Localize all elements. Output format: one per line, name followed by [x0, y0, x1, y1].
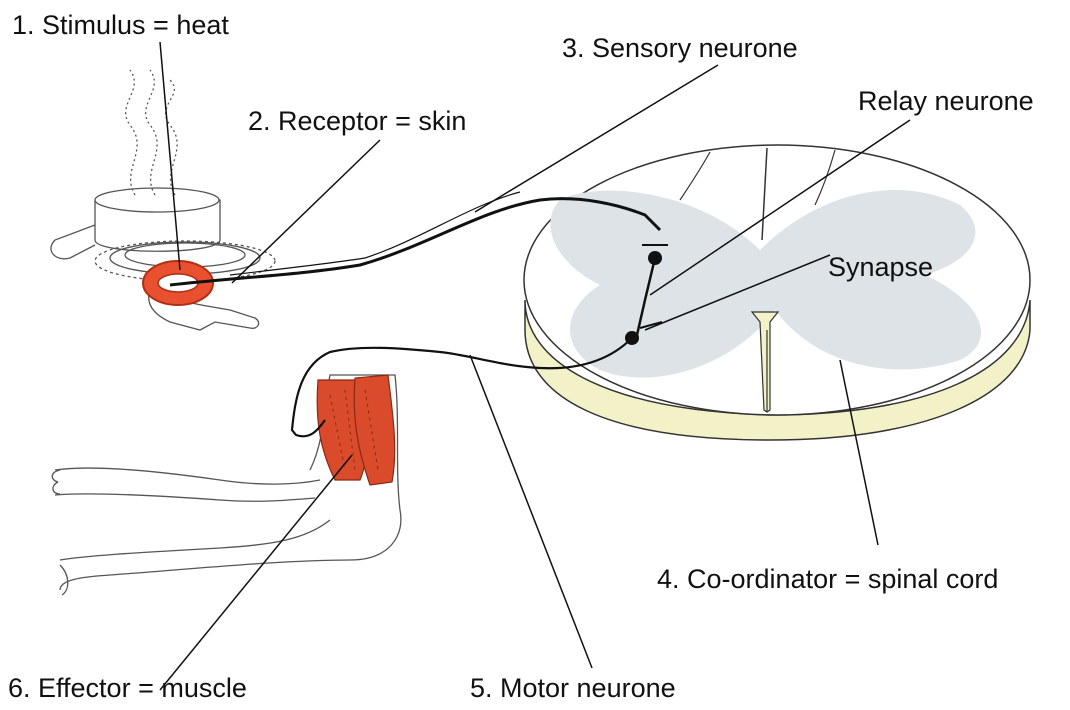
label-synapse: Synapse — [828, 254, 933, 281]
leader-effector — [160, 455, 352, 690]
leader-receptor — [232, 140, 380, 283]
synapse-node-1 — [648, 251, 662, 265]
label-receptor: 2. Receptor = skin — [248, 108, 466, 135]
sensory-neurone-outline — [230, 192, 520, 275]
label-effector: 6. Effector = muscle — [8, 675, 247, 702]
spinal-cord-icon — [524, 145, 1030, 440]
label-stimulus: 1. Stimulus = heat — [12, 12, 229, 39]
hand-icon — [143, 261, 259, 330]
label-sensory-neurone: 3. Sensory neurone — [562, 35, 798, 62]
label-coordinator: 4. Co-ordinator = spinal cord — [657, 566, 998, 593]
label-motor-neurone: 5. Motor neurone — [470, 675, 676, 702]
saucepan-icon — [51, 70, 275, 281]
label-relay-neurone: Relay neurone — [858, 88, 1034, 115]
muscle-icon — [317, 375, 395, 485]
